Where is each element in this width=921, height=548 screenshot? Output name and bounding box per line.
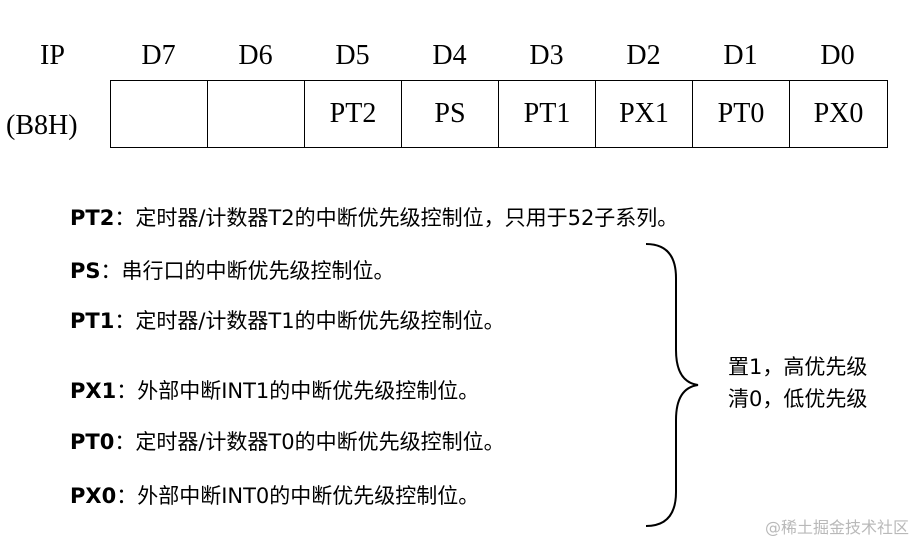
description-separator: ： <box>116 379 138 403</box>
bit-header-d1: D1 <box>723 40 758 71</box>
description-text: 外部中断INT1的中断优先级控制位。 <box>137 379 480 403</box>
description-separator: ： <box>114 309 136 333</box>
description-px1: PX1：外部中断INT1的中断优先级控制位。 <box>70 381 479 402</box>
description-key: PT2 <box>70 206 115 230</box>
register-name: IP <box>40 40 65 71</box>
bit-header-d4: D4 <box>432 40 467 71</box>
description-text: 定时器/计数器T2的中断优先级控制位，只用于52子系列。 <box>135 206 679 230</box>
bit-header-d6: D6 <box>238 40 273 71</box>
note-clear-low: 清0，低优先级 <box>728 387 868 411</box>
right-brace-icon <box>645 243 699 527</box>
bit-header-d3: D3 <box>529 40 564 71</box>
bit-cell-d2: PX1 <box>596 81 693 147</box>
description-text: 定时器/计数器T0的中断优先级控制位。 <box>135 430 505 454</box>
bit-cell-d7 <box>111 81 208 147</box>
description-pt0: PT0：定时器/计数器T0的中断优先级控制位。 <box>70 432 505 453</box>
register-address: (B8H) <box>6 110 78 141</box>
description-key: PS <box>70 259 101 283</box>
note-set-high: 置1，高优先级 <box>728 355 868 379</box>
description-text: 外部中断INT0的中断优先级控制位。 <box>137 484 480 508</box>
bit-cell-d0: PX0 <box>813 98 864 129</box>
description-key: PT0 <box>70 430 115 454</box>
description-separator: ： <box>100 259 122 283</box>
description-text: 定时器/计数器T1的中断优先级控制位。 <box>135 309 505 333</box>
bit-header-d0: D0 <box>820 40 855 71</box>
bit-header-d2: D2 <box>626 40 661 71</box>
bit-header-d5: D5 <box>335 40 370 71</box>
description-ps: PS：串行口的中断优先级控制位。 <box>70 261 395 282</box>
bit-cell-d6 <box>208 81 305 147</box>
bit-cell-d3: PT1 <box>499 81 596 147</box>
description-separator: ： <box>114 430 136 454</box>
description-key: PT1 <box>70 309 115 333</box>
bit-cell-d4: PS <box>402 81 499 147</box>
bit-cell-d5: PT2 <box>305 81 402 147</box>
description-separator: ： <box>116 484 138 508</box>
description-key: PX0 <box>70 484 117 508</box>
bit-cell-d1: PT0 <box>693 81 790 147</box>
description-px0: PX0：外部中断INT0的中断优先级控制位。 <box>70 486 479 507</box>
description-text: 串行口的中断优先级控制位。 <box>121 259 395 283</box>
bit-header-d7: D7 <box>141 40 176 71</box>
description-key: PX1 <box>70 379 117 403</box>
register-bit-table: PT2 PS PT1 PX1 PT0 PX0 <box>110 80 888 148</box>
watermark: @稀土掘金技术社区 <box>764 518 909 537</box>
description-pt2: PT2：定时器/计数器T2的中断优先级控制位，只用于52子系列。 <box>70 208 678 229</box>
description-separator: ： <box>114 206 136 230</box>
description-pt1: PT1：定时器/计数器T1的中断优先级控制位。 <box>70 311 505 332</box>
